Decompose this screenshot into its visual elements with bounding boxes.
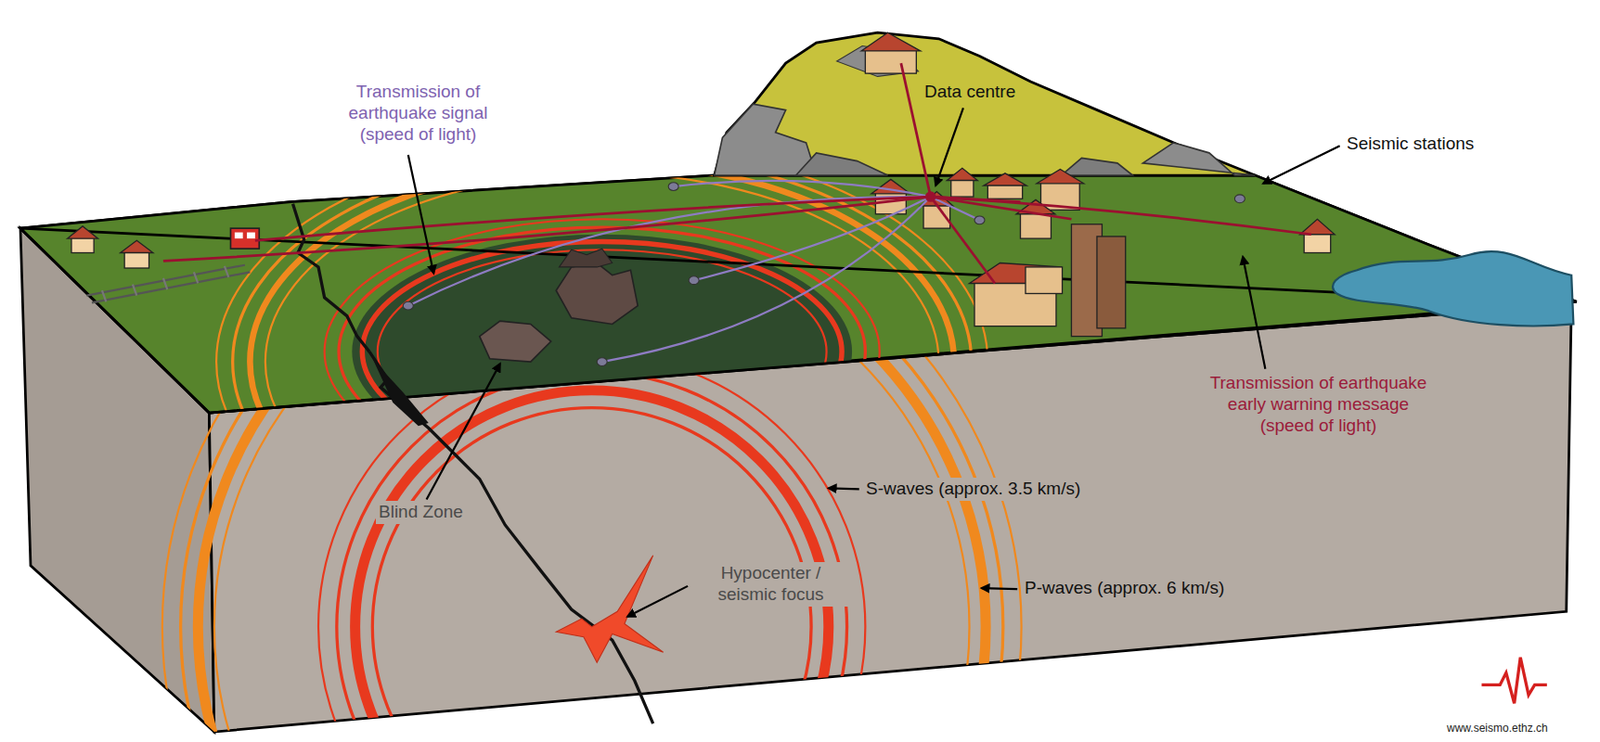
- seismic-stations: [596, 358, 607, 367]
- seismic-stations: [402, 182, 1245, 367]
- hill: [1060, 157, 1133, 176]
- signal-lines: [602, 196, 931, 362]
- wave-fronts-section: [318, 353, 865, 742]
- railway: [193, 271, 198, 284]
- fault-line: [369, 351, 429, 426]
- leader-lines: [935, 107, 964, 186]
- leader-lines: [408, 154, 434, 273]
- houses: [946, 167, 978, 181]
- hill: [796, 153, 889, 176]
- signal-lines: [673, 180, 931, 197]
- warning-lines: [163, 63, 1312, 284]
- seismic-stations: [668, 182, 679, 192]
- hypocenter-label: Hypocenter / seismic focus: [691, 562, 851, 607]
- signal-lines: [408, 196, 931, 307]
- block-faces: [20, 175, 1577, 733]
- leader-lines: [981, 588, 1018, 590]
- hill: [714, 32, 1256, 176]
- wave-fronts-section: [336, 372, 848, 742]
- railway: [163, 278, 168, 290]
- railway: [86, 228, 259, 303]
- railway: [230, 228, 259, 249]
- wave-fronts-surface: [216, 143, 988, 581]
- watermark: www.seismo.ethz.ch: [1446, 722, 1549, 736]
- s-wave-label: S-waves (approx. 3.5 km/s): [863, 477, 1084, 502]
- warning-lines: [930, 196, 995, 284]
- leader-lines: [408, 107, 1341, 617]
- stations-label: Seismic stations: [1346, 133, 1474, 155]
- railway: [132, 284, 137, 297]
- leader-lines: [426, 363, 501, 500]
- warning-lines: [930, 196, 1312, 235]
- logo-mark: [1481, 658, 1547, 704]
- houses: [861, 32, 921, 52]
- houses: [120, 240, 154, 253]
- railway: [102, 290, 106, 302]
- hill: [714, 32, 1256, 176]
- blind-zone-label: Blind Zone: [375, 501, 466, 525]
- houses: [1300, 219, 1335, 234]
- houses: [67, 32, 1336, 336]
- warning-lines: [930, 196, 1072, 220]
- houses: [983, 173, 1027, 186]
- seismic-stations: [402, 301, 413, 310]
- leader-lines: [1263, 145, 1340, 184]
- p-wave-label: P-waves (approx. 6 km/s): [1021, 577, 1227, 601]
- houses: [1036, 168, 1084, 183]
- wave-fronts-surface: [324, 219, 880, 485]
- leader-lines: [627, 586, 688, 618]
- warning-lines: [163, 196, 931, 261]
- fault-line: [369, 351, 654, 724]
- collapsed-buildings: [555, 263, 638, 325]
- wave-fronts-surface: [216, 143, 988, 581]
- warning-lines: [255, 196, 931, 241]
- data-centre-label: Data centre: [924, 81, 1016, 104]
- leader-lines: [1242, 257, 1265, 370]
- wave-fronts-surface: [351, 234, 852, 470]
- railway: [91, 271, 250, 303]
- collapsed-buildings: [559, 248, 613, 268]
- seismic-stations: [688, 276, 699, 285]
- houses: [1025, 267, 1063, 295]
- houses: [951, 178, 974, 197]
- railway: [86, 265, 245, 297]
- leader-lines: [828, 488, 860, 490]
- wave-fronts-surface: [361, 241, 842, 462]
- houses: [1303, 232, 1331, 254]
- fault-line: [293, 204, 370, 352]
- hypocenter-star: [555, 555, 663, 663]
- seismic-stations: [974, 216, 985, 225]
- warning-lines: [926, 193, 935, 202]
- signal-label: Transmission of earthquake signal (speed…: [341, 81, 495, 145]
- wave-fronts-surface: [377, 249, 827, 454]
- hill: [1142, 142, 1255, 176]
- collapsed-buildings: [479, 321, 552, 362]
- hill: [714, 103, 817, 176]
- railway: [224, 266, 229, 278]
- railway: [246, 232, 256, 240]
- railway: [234, 232, 244, 240]
- warning-label: Transmission of earthquake early warning…: [1201, 372, 1435, 438]
- lake: [1332, 251, 1574, 326]
- houses: [1096, 236, 1126, 329]
- houses: [67, 226, 99, 239]
- houses: [864, 49, 917, 74]
- seismic-stations: [1234, 194, 1245, 204]
